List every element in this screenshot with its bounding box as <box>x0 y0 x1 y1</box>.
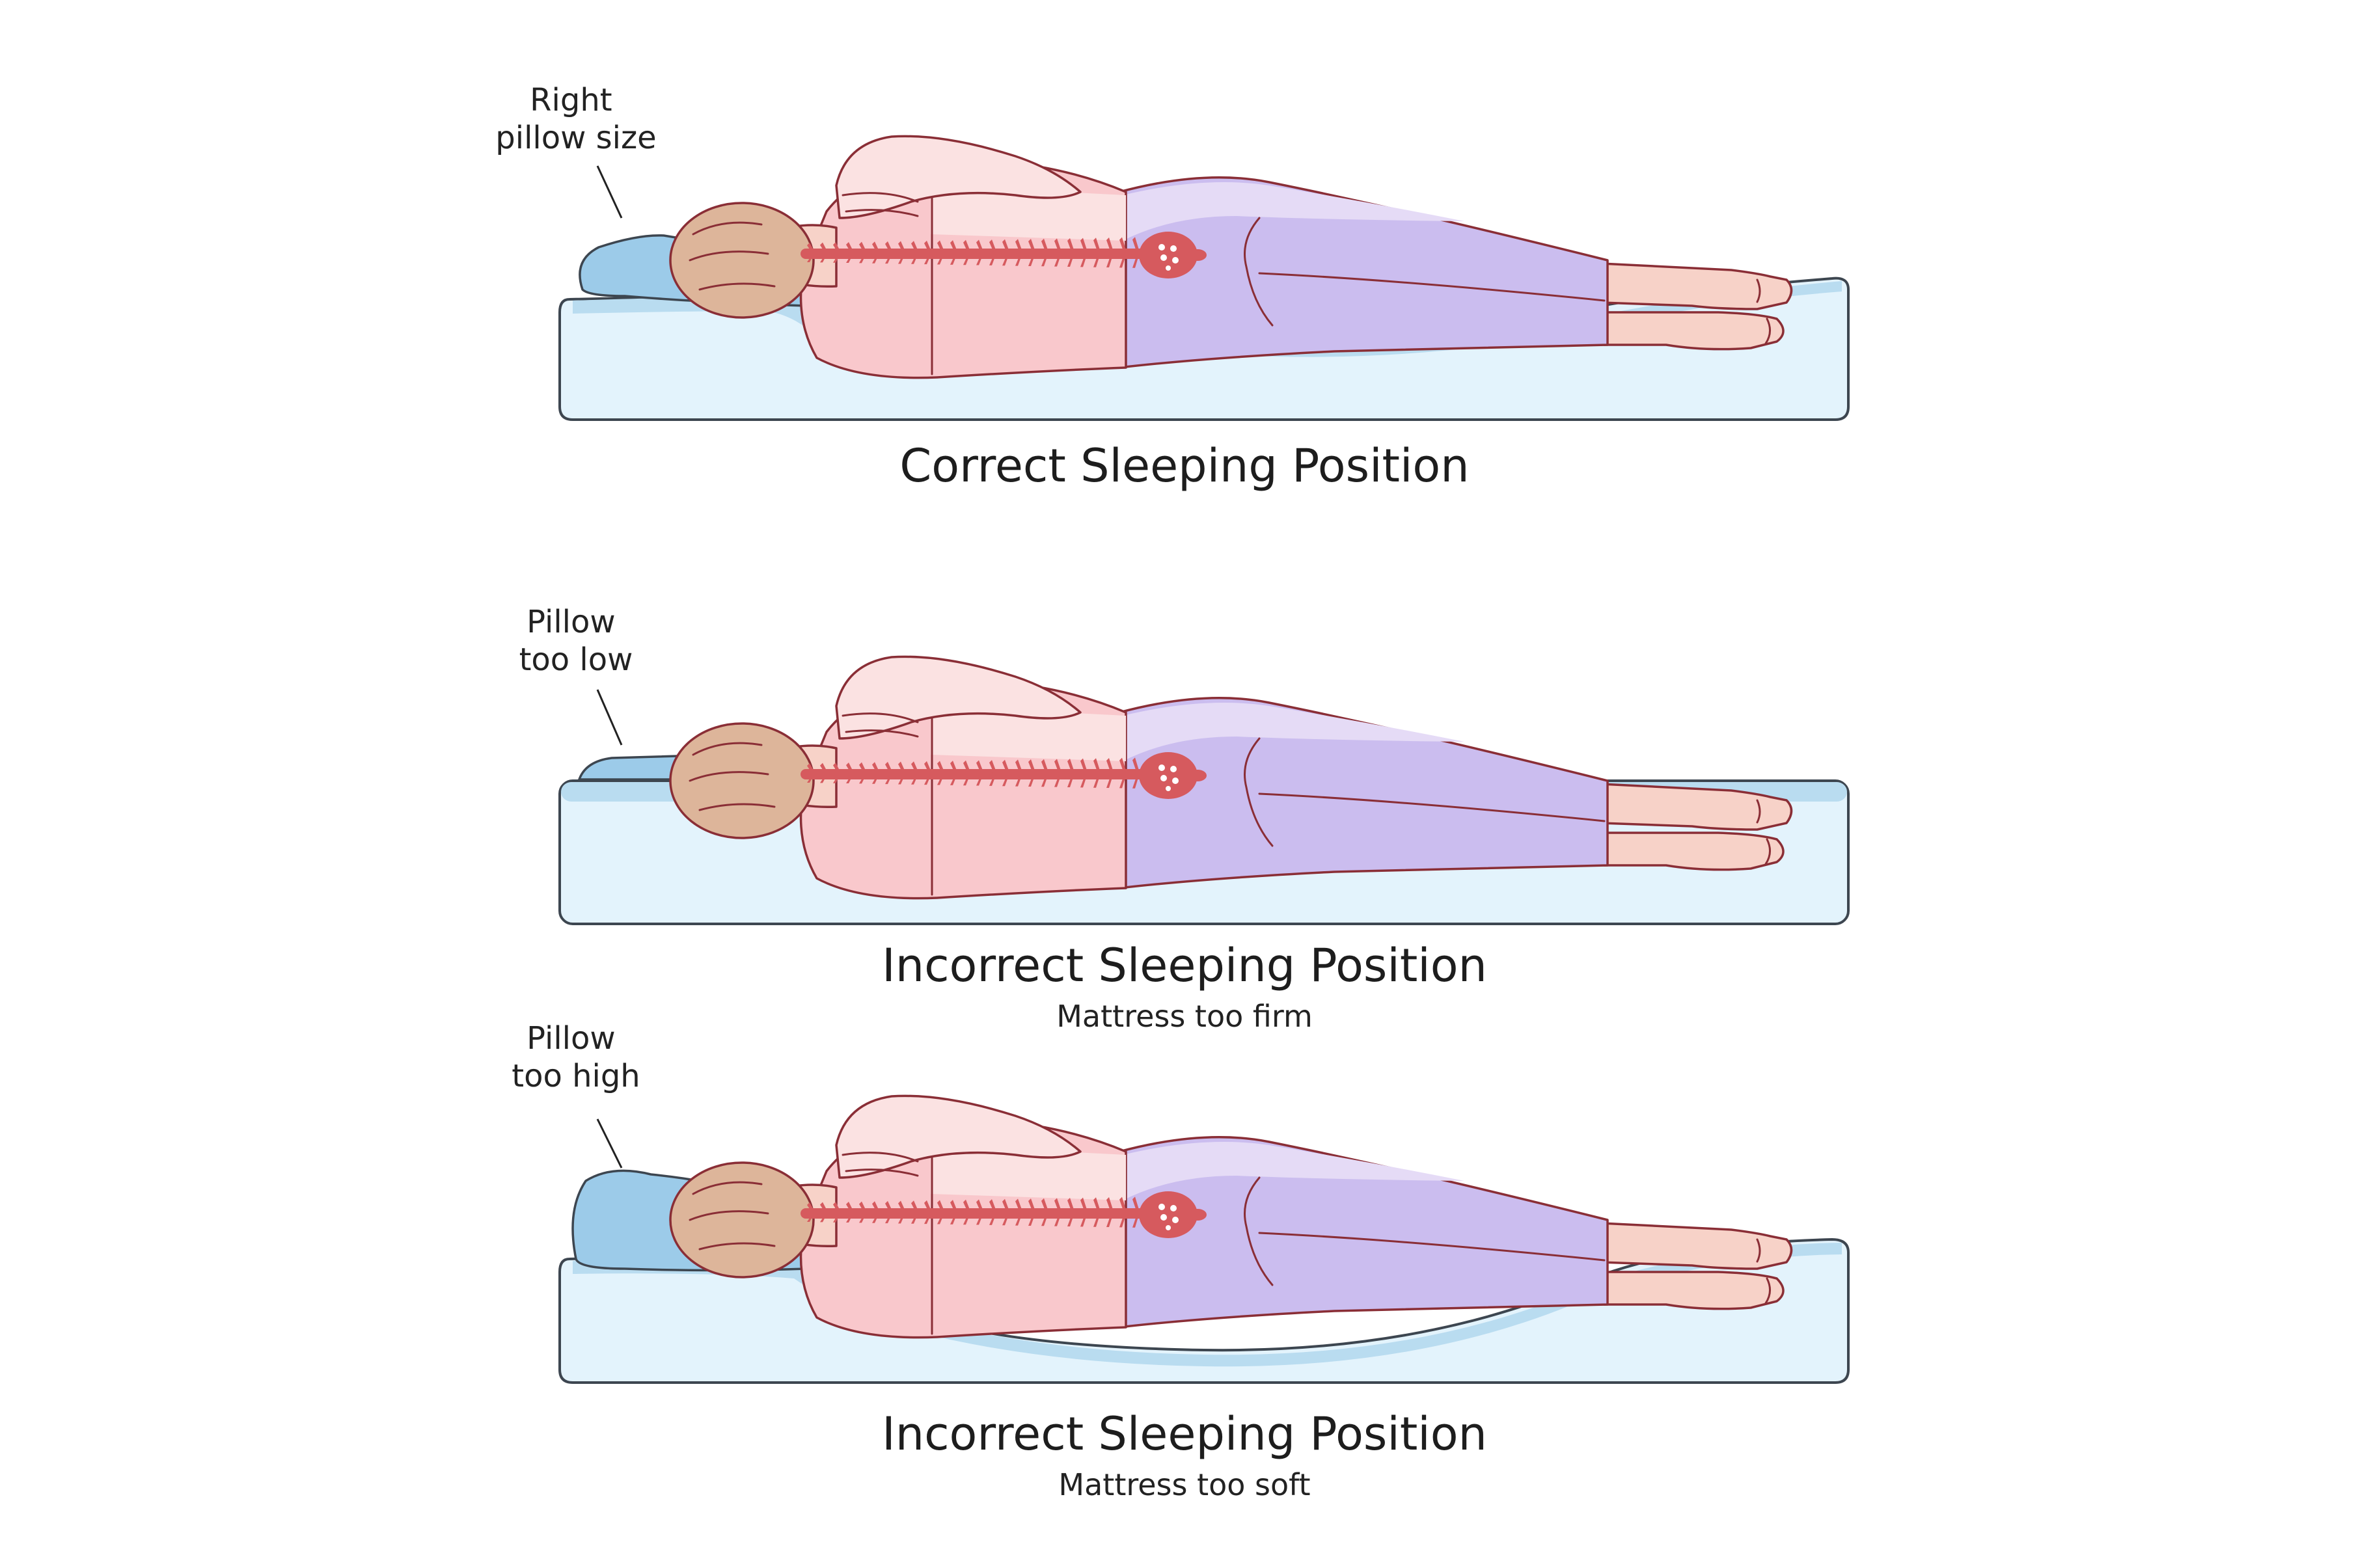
callout-label: Pillow too high <box>512 1020 640 1094</box>
panel-too-firm: Pillow too low Incorrect Sleeping Positi… <box>519 604 1850 1034</box>
callout-label: Pillow too low <box>519 604 633 678</box>
panel-too-soft: Pillow too high Incorrect Sleeping Posit… <box>512 1020 1850 1502</box>
sleeping-figure <box>669 655 1793 900</box>
panel-subcaption: Mattress too soft <box>1058 1467 1310 1502</box>
panel-subcaption: Mattress too firm <box>1056 999 1313 1034</box>
callout-leader <box>596 689 623 746</box>
sleeping-figure <box>669 135 1793 379</box>
callout-label: Right pillow size <box>495 82 656 156</box>
panel-caption: Incorrect Sleeping Position <box>882 1407 1487 1461</box>
sleeping-figure <box>669 1094 1793 1339</box>
panel-caption: Correct Sleeping Position <box>899 439 1469 493</box>
panel-correct: Right pillow size Correct Sleeping Posit… <box>495 82 1850 493</box>
panel-caption: Incorrect Sleeping Position <box>882 939 1487 992</box>
callout-leader <box>596 1118 623 1169</box>
callout-leader <box>596 165 623 219</box>
